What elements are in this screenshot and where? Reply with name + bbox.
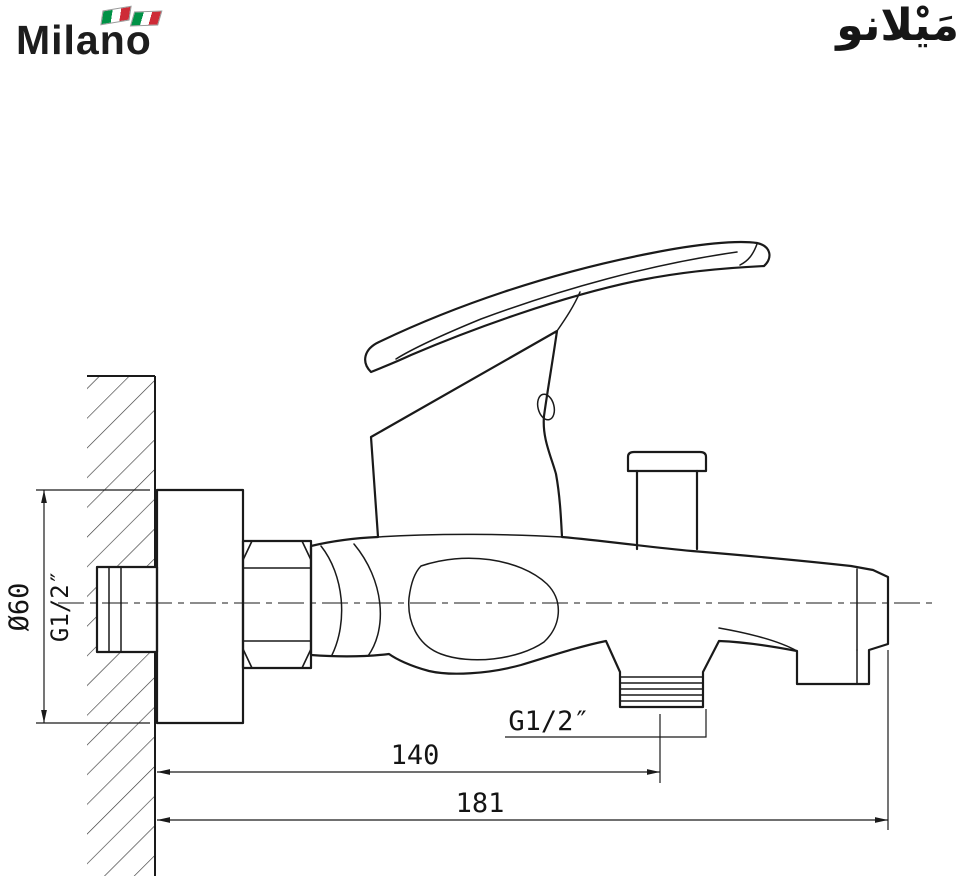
dim-140: [157, 714, 661, 783]
label-thread-left: G1/2″: [46, 570, 74, 642]
spout-underside-line: [718, 627, 798, 652]
handle-neck-line: [556, 291, 581, 332]
inlet-pipe: [95, 565, 159, 654]
label-dim-140: 140: [391, 740, 440, 771]
spout-thread: [619, 676, 704, 702]
body-joint-curve: [320, 545, 343, 656]
faucet-body: [309, 329, 890, 709]
dim-181: [157, 650, 889, 830]
logo-text: Milano: [16, 17, 152, 63]
milano-logo: Milano: [16, 5, 163, 63]
shower-outlet-top: [626, 450, 708, 551]
spout-inner-contour: [408, 557, 560, 661]
faucet-outline: [95, 240, 890, 725]
body-joint-curve: [353, 543, 382, 657]
cartridge-base-line: [377, 533, 563, 538]
lever-handle: [364, 240, 771, 374]
logo-arabic-text: مَيْلانو: [836, 0, 959, 51]
cartridge-screw-cover: [536, 393, 556, 421]
dimension-lines: [36, 489, 889, 830]
leader-thread-bottom: [505, 709, 707, 738]
dimension-labels: Ø60 G1/2″ G1/2″ 140 181: [4, 570, 590, 819]
handle-inner-line: [395, 251, 738, 360]
mounting-flange: [155, 488, 245, 725]
hex-nut: [241, 539, 313, 670]
handle-end-cap-line: [739, 243, 758, 266]
body-detail-lines: [320, 243, 858, 702]
label-dim-181: 181: [456, 788, 505, 819]
dim-diameter-60: [36, 489, 150, 724]
label-diameter-60: Ø60: [4, 583, 35, 632]
label-thread-bottom: G1/2″: [508, 706, 589, 737]
